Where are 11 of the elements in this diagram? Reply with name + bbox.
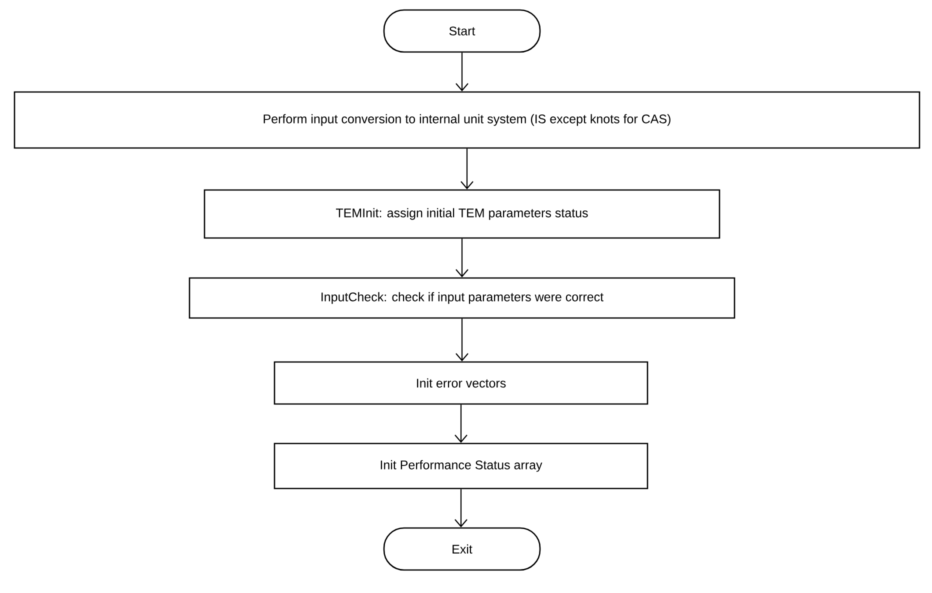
process-box: InputCheck: check if input parameters were correct	[188, 277, 736, 319]
arrow	[454, 489, 468, 528]
arrow	[454, 404, 468, 443]
process-box: TEMInit: assign initial TEM parameters status	[204, 189, 720, 239]
process-box: Perform input conversion to internal unit system (IS except knots for CAS)	[14, 91, 920, 149]
arrow	[456, 52, 468, 92]
arrow	[460, 148, 474, 190]
process-box: Init Performance Status array	[274, 442, 648, 490]
process-box: Init error vectors	[274, 361, 648, 405]
arrow	[456, 318, 468, 362]
arrow	[456, 238, 468, 278]
